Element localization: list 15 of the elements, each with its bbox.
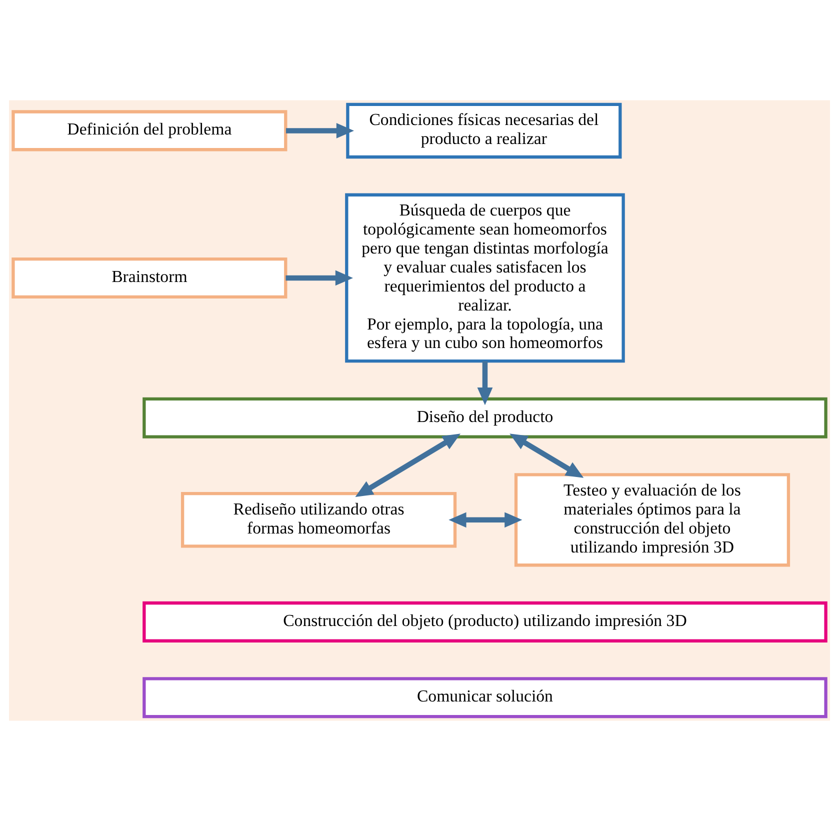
arrow [476, 361, 492, 406]
node-box: Rediseño utilizando otras formas homeomorfas [180, 492, 456, 548]
node-box: Diseño del producto [142, 397, 827, 438]
node-box: Condiciones físicas necesarias del producto a realizar [346, 102, 622, 159]
node-box: Construcción del objeto (producto) utilizando impresión 3D [142, 601, 827, 642]
arrow [285, 270, 352, 286]
node-box: Testeo y evaluación de los materiales óptimos para la construcción del objeto utilizando impresión 3D [514, 473, 790, 567]
node-box: Búsqueda de cuerpos que topológicamente sean homeomorfos pero que tengan distintas morfología y evaluar cuales satisfacen los requerimientos del producto a realizar. Por ejemplo, para la topología, una esfera y un cubo son homeomorfos [344, 193, 624, 363]
arrow [509, 434, 584, 478]
node-box: Comunicar solución [142, 677, 827, 718]
node-box: Brainstorm [11, 257, 287, 298]
node-box: Definición del problema [11, 110, 287, 152]
arrow [354, 434, 460, 497]
arrow [285, 123, 354, 138]
arrow [448, 512, 522, 528]
